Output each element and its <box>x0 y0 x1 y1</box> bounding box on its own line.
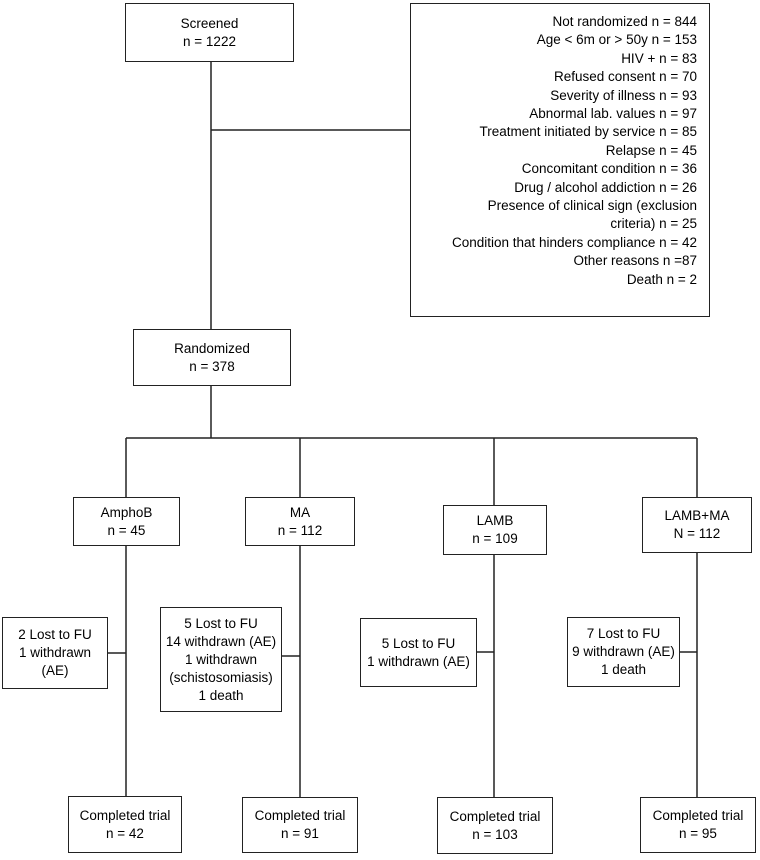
arm-box-amphob: AmphoB n = 45 <box>73 497 180 546</box>
completed-value: n = 103 <box>472 826 518 842</box>
exclusion-reason: Drug / alcohol addiction n = 26 <box>514 179 697 195</box>
exclusion-reason: Condition that hinders compliance n = 42 <box>451 234 697 250</box>
exclusion-reason: Severity of illness n = 93 <box>550 87 697 103</box>
arm-name: LAMB+MA <box>664 508 730 523</box>
loss-line: 1 withdrawn (AE) <box>367 653 470 669</box>
loss-line: 1 withdrawn <box>184 651 258 667</box>
loss-line: 1 death <box>600 662 647 677</box>
screened-title: Screened <box>180 15 239 31</box>
arm-value: n = 109 <box>472 531 518 546</box>
exclusion-reason: Abnormal lab. values n = 97 <box>529 106 697 122</box>
screened-value: n = 1222 <box>183 33 236 49</box>
completed-title: Completed trial <box>79 807 171 823</box>
losses-box-lambma: 7 Lost to FU 9 withdrawn (AE) 1 death <box>567 617 680 687</box>
exclusion-reason: Treatment initiated by service n = 85 <box>479 124 697 140</box>
exclusion-reason: Death n = 2 <box>626 271 697 287</box>
exclusion-reason: Age < 6m or > 50y n = 153 <box>536 32 697 48</box>
randomized-box: Randomized n = 378 <box>133 329 291 386</box>
completed-value: n = 91 <box>281 826 319 841</box>
exclusion-reason: criteria) n = 25 <box>610 216 697 232</box>
arm-box-ma: MA n = 112 <box>245 497 355 546</box>
loss-line: 9 withdrawn (AE) <box>572 644 675 659</box>
loss-line: 1 death <box>198 687 244 703</box>
loss-line: (schistosomiasis) <box>169 669 273 685</box>
completed-title: Completed trial <box>449 808 541 824</box>
completed-value: n = 42 <box>106 825 144 841</box>
arm-box-lamb: LAMB n = 109 <box>443 505 547 555</box>
not-randomized-box: Not randomized n = 844 Age < 6m or > 50y… <box>410 3 710 317</box>
arm-value: N = 112 <box>673 526 721 541</box>
screened-box: Screened n = 1222 <box>125 3 294 62</box>
loss-line: (AE) <box>41 663 69 678</box>
randomized-title: Randomized <box>174 340 250 356</box>
not-randomized-title: Not randomized n = 844 <box>552 14 697 29</box>
exclusion-reason: Relapse n = 45 <box>605 142 697 158</box>
completed-box-amphob: Completed trial n = 42 <box>68 796 182 853</box>
exclusion-reason: Other reasons n =87 <box>573 253 697 269</box>
exclusion-reason: Concomitant condition n = 36 <box>521 161 697 177</box>
arm-box-lambma: LAMB+MA N = 112 <box>642 497 752 553</box>
losses-box-ma: 5 Lost to FU 14 withdrawn (AE) 1 withdra… <box>160 607 282 712</box>
loss-line: 2 Lost to FU <box>18 627 92 642</box>
losses-box-lamb: 5 Lost to FU 1 withdrawn (AE) <box>360 618 477 687</box>
loss-line: 14 withdrawn (AE) <box>165 633 277 649</box>
arm-name: AmphoB <box>100 504 153 520</box>
completed-box-ma: Completed trial n = 91 <box>242 797 358 853</box>
completed-title: Completed trial <box>652 808 744 823</box>
loss-line: 1 withdrawn <box>18 645 92 660</box>
completed-title: Completed trial <box>254 808 346 823</box>
losses-box-amphob: 2 Lost to FU 1 withdrawn (AE) <box>2 617 108 689</box>
completed-box-lambma: Completed trial n = 95 <box>640 797 756 853</box>
loss-line: 7 Lost to FU <box>586 626 661 641</box>
exclusion-reason: Refused consent n = 70 <box>554 69 697 85</box>
arm-name: LAMB <box>476 513 514 528</box>
loss-line: 5 Lost to FU <box>381 635 456 651</box>
loss-line: 5 Lost to FU <box>184 615 258 631</box>
exclusion-reason: HIV + n = 83 <box>621 50 697 66</box>
arm-value: n = 112 <box>277 522 323 538</box>
randomized-value: n = 378 <box>189 358 235 374</box>
completed-value: n = 95 <box>679 826 717 841</box>
exclusion-reason: Presence of clinical sign (exclusion <box>487 198 697 214</box>
completed-box-lamb: Completed trial n = 103 <box>437 797 553 854</box>
arm-value: n = 45 <box>107 522 146 538</box>
arm-name: MA <box>289 504 311 520</box>
